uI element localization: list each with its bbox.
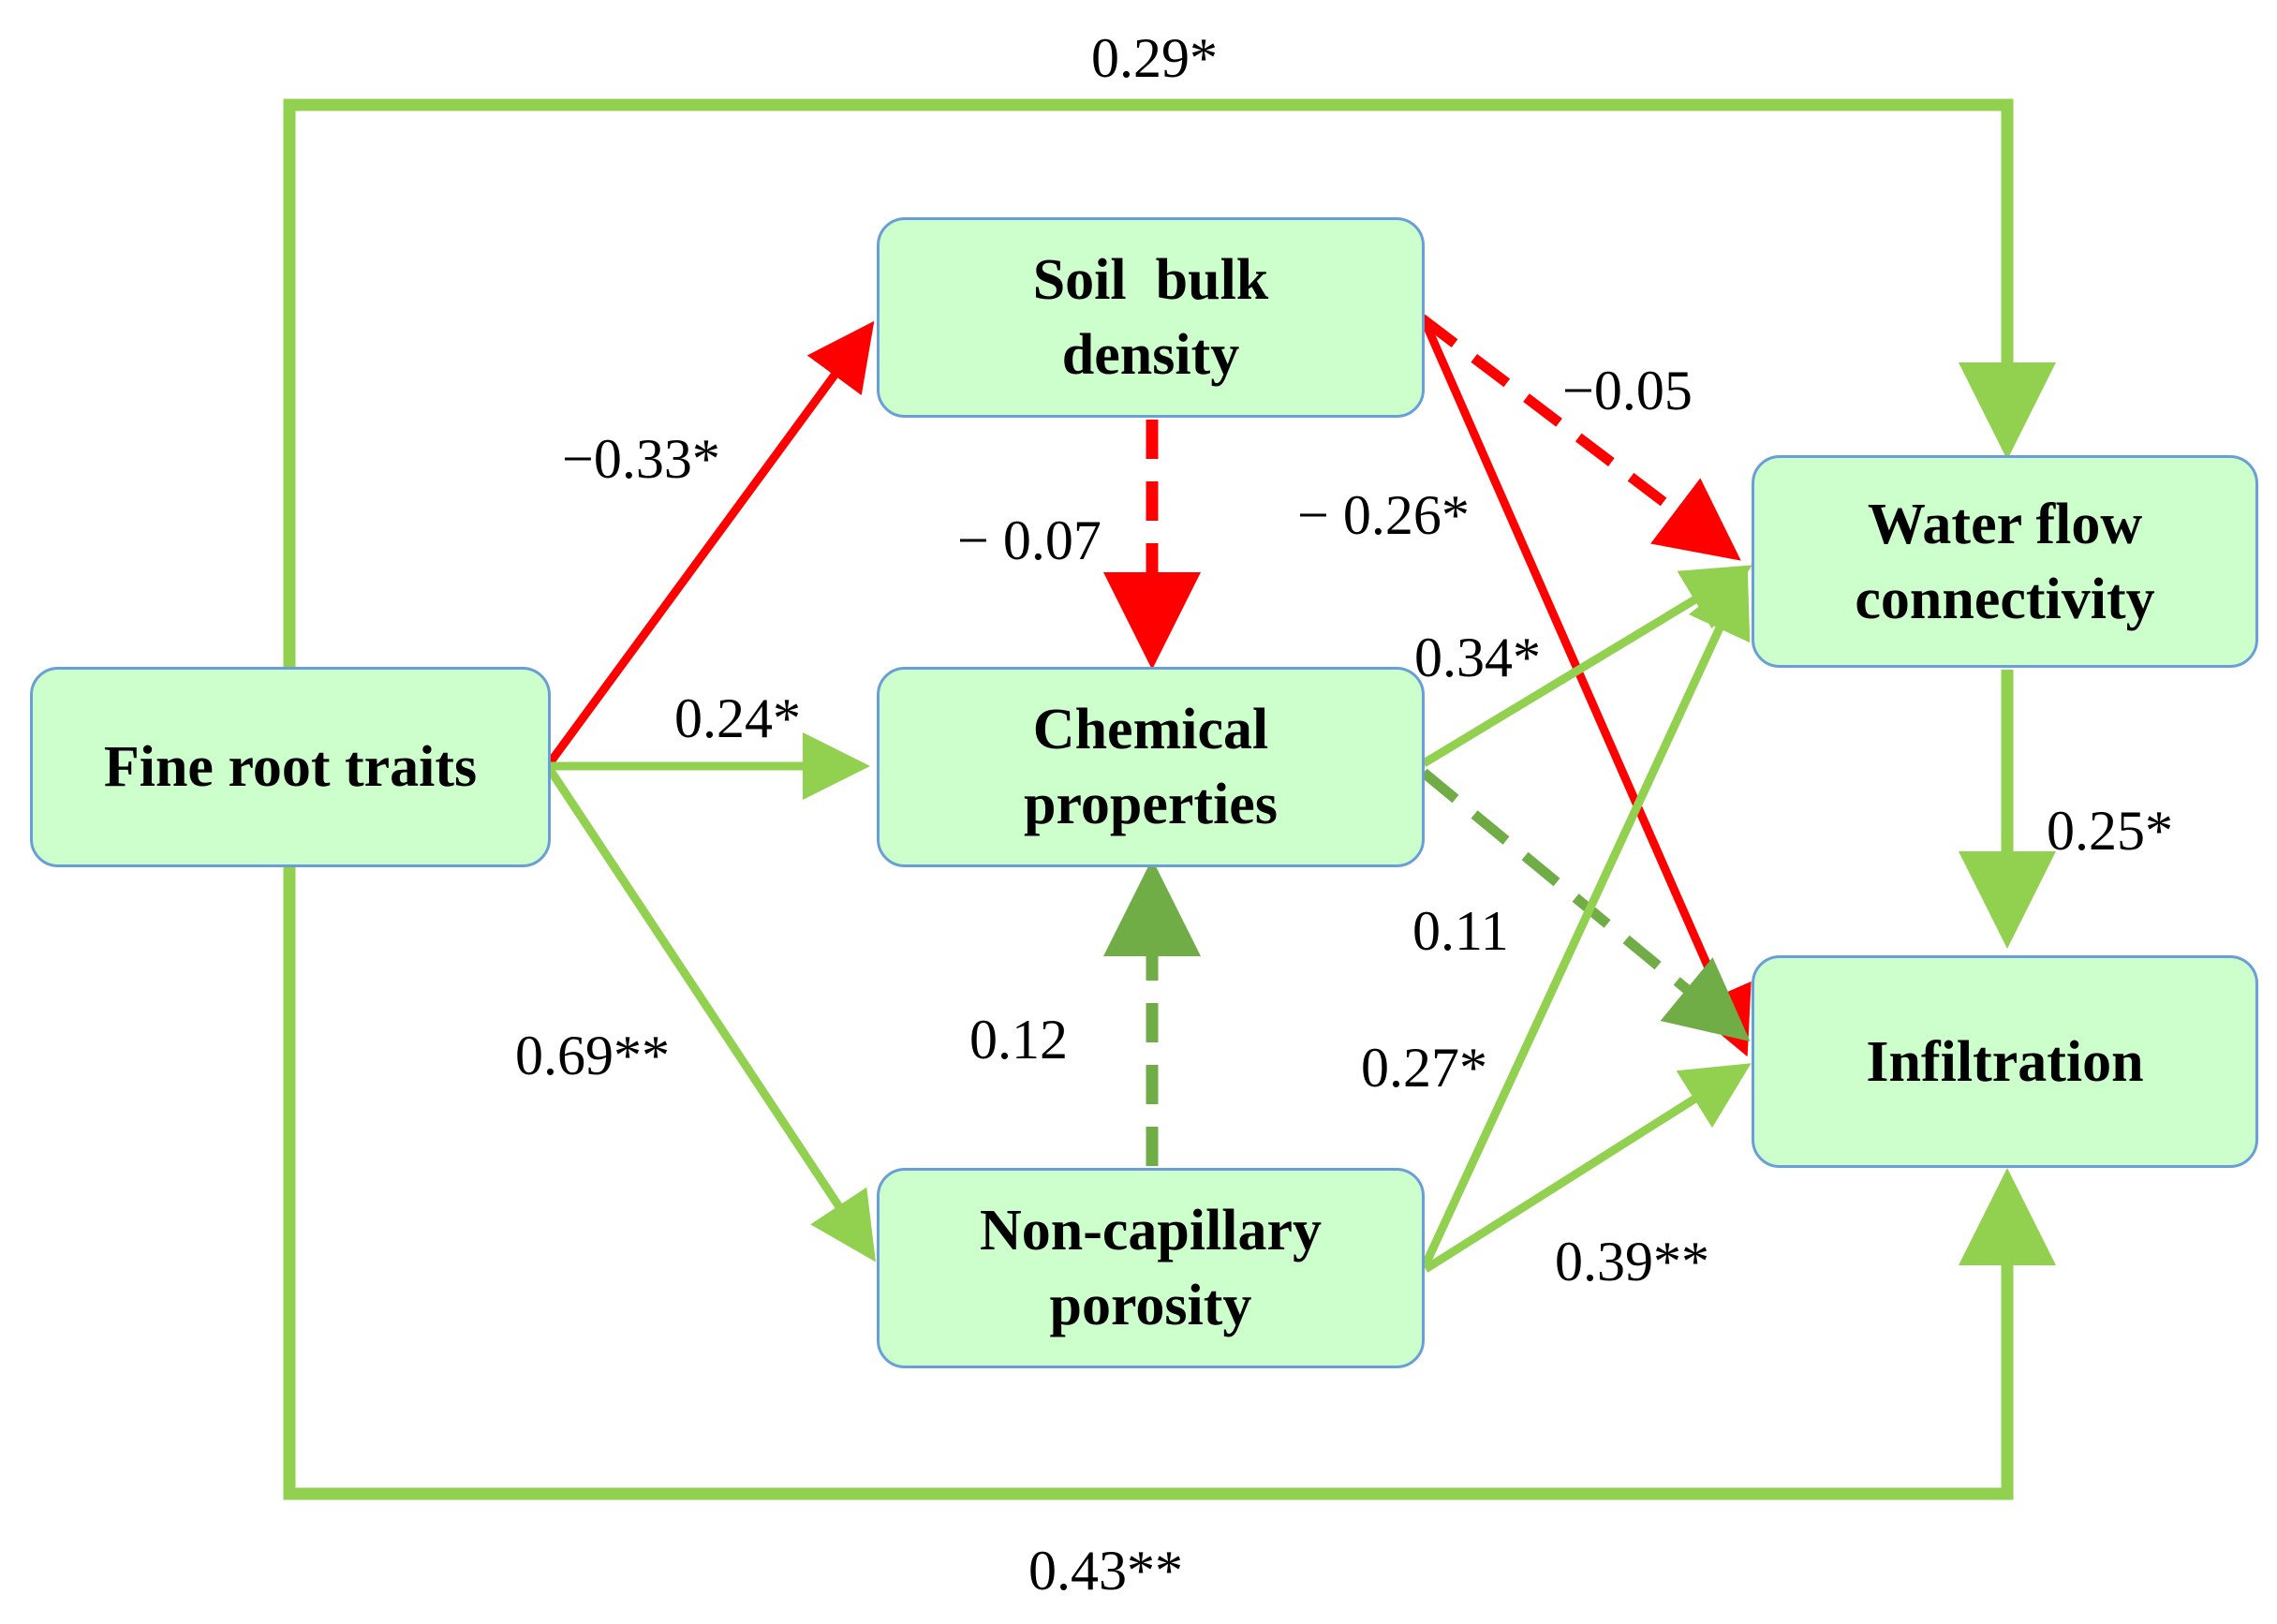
arrow-chemical-to-infiltration xyxy=(1420,768,1751,1041)
node-label: porosity xyxy=(1049,1274,1252,1337)
arrow-porosity-to-water-flow xyxy=(1421,567,1751,1266)
node-label: Water flow xyxy=(1867,492,2143,556)
node-label: Soil bulk xyxy=(1032,248,1269,312)
node-label: density xyxy=(1061,323,1240,387)
coef-bulk-density-to-chemical: − 0.07 xyxy=(957,509,1102,571)
coef-fine-root-to-water-flow: 0.29* xyxy=(1091,27,1218,89)
coef-fine-root-to-infiltration: 0.43** xyxy=(1028,1540,1183,1602)
coef-porosity-to-chemical: 0.12 xyxy=(969,1009,1068,1070)
coef-fine-root-to-porosity: 0.69** xyxy=(515,1025,670,1086)
node-label: Chemical xyxy=(1032,698,1269,761)
coef-bulk-density-to-water-flow: −0.05 xyxy=(1562,360,1693,421)
node-label: Fine root traits xyxy=(103,735,478,799)
coef-fine-root-to-bulk-density: −0.33* xyxy=(562,428,720,490)
coef-water-flow-to-infiltration: 0.25* xyxy=(2047,800,2173,862)
coef-bulk-density-to-infiltration: − 0.26* xyxy=(1297,484,1470,546)
node-water-flow-connectivity: Water flow connectivity xyxy=(1752,455,2258,668)
node-soil-bulk-density: Soil bulk density xyxy=(877,217,1425,418)
coef-chemical-to-water-flow: 0.34* xyxy=(1414,627,1541,688)
node-label: connectivity xyxy=(1855,567,2155,631)
node-infiltration: Infiltration xyxy=(1752,955,2258,1168)
coef-fine-root-to-chemical: 0.24* xyxy=(674,687,801,749)
arrow-porosity-to-infiltration xyxy=(1423,1063,1752,1273)
arrow-fine-root-to-water-flow xyxy=(283,98,2056,667)
coef-chemical-to-infiltration: 0.11 xyxy=(1412,900,1509,962)
arrow-fine-root-to-bulk-density xyxy=(545,320,875,767)
node-label: Infiltration xyxy=(1866,1029,2144,1094)
arrow-fine-root-to-porosity xyxy=(545,765,876,1262)
arrow-bulk-density-to-infiltration xyxy=(1421,321,1752,1057)
node-label: properties xyxy=(1024,773,1278,836)
node-fine-root-traits: Fine root traits xyxy=(30,667,551,867)
node-non-capillary-porosity: Non-capillary porosity xyxy=(877,1168,1425,1368)
node-label: Non-capillary xyxy=(979,1199,1323,1262)
arrow-fine-root-to-infiltration xyxy=(283,866,2056,1500)
coef-porosity-to-water-flow: 0.27* xyxy=(1361,1037,1487,1099)
node-chemical-properties: Chemical properties xyxy=(877,667,1425,867)
coef-porosity-to-infiltration: 0.39** xyxy=(1555,1231,1709,1292)
